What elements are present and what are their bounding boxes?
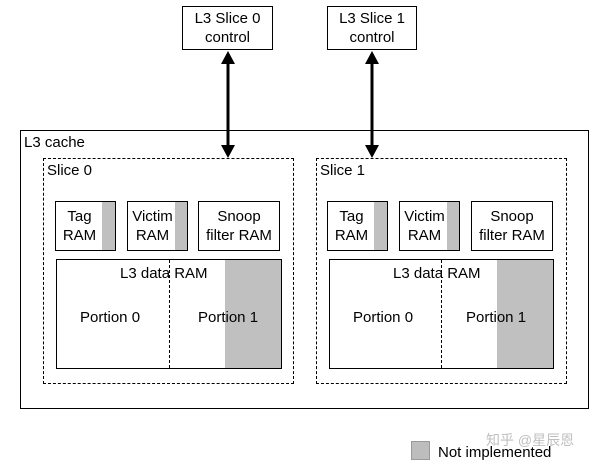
slice0-portion-divider <box>169 260 170 368</box>
slice1-tag-ram-label: Tag RAM <box>334 208 369 244</box>
slice1-portion1-not-implemented <box>497 260 553 368</box>
slice1-snoop-filter-ram-label: Snoop filter RAM <box>479 208 545 244</box>
slice1-portion1-label: Portion 1 <box>466 309 527 326</box>
slice0-control-box: L3 Slice 0 control <box>182 6 273 50</box>
slice1-portion0-label: Portion 0 <box>353 309 414 326</box>
slice1-portion-divider <box>441 260 442 368</box>
slice0-control-label: L3 Slice 0 control <box>194 10 261 46</box>
legend-swatch <box>411 441 430 460</box>
slice0-title: Slice 0 <box>47 162 93 179</box>
slice1-box <box>316 158 567 384</box>
slice1-tag-ram-not-implemented <box>374 202 387 250</box>
l3-cache-title: L3 cache <box>24 134 85 151</box>
slice0-victim-ram-label: Victim RAM <box>132 208 173 244</box>
slice0-tag-ram-not-implemented <box>102 202 115 250</box>
slice0-snoop-filter-ram-label: Snoop filter RAM <box>206 208 272 244</box>
slice1-victim-ram-not-implemented <box>447 202 459 250</box>
slice0-portion0-label: Portion 0 <box>80 309 141 326</box>
slice1-title: Slice 1 <box>320 162 366 179</box>
slice0-portion1-not-implemented <box>225 260 281 368</box>
slice1-snoop-filter-ram: Snoop filter RAM <box>471 201 553 251</box>
legend-label: Not implemented <box>438 444 552 461</box>
slice0-l3-data-ram-label: L3 data RAM <box>120 265 208 282</box>
slice1-victim-ram-label: Victim RAM <box>404 208 445 244</box>
slice0-snoop-filter-ram: Snoop filter RAM <box>198 201 280 251</box>
slice1-l3-data-ram-label: L3 data RAM <box>393 265 481 282</box>
l3-cache-box <box>20 130 589 409</box>
slice0-portion1-label: Portion 1 <box>198 309 259 326</box>
watermark: 知乎 @星辰恩 <box>486 432 575 448</box>
slice1-control-label: L3 Slice 1 control <box>339 10 405 46</box>
slice0-box <box>43 158 294 384</box>
slice0-victim-ram-not-implemented <box>175 202 187 250</box>
slice0-tag-ram-label: Tag RAM <box>62 208 97 244</box>
slice1-control-box: L3 Slice 1 control <box>327 6 417 50</box>
